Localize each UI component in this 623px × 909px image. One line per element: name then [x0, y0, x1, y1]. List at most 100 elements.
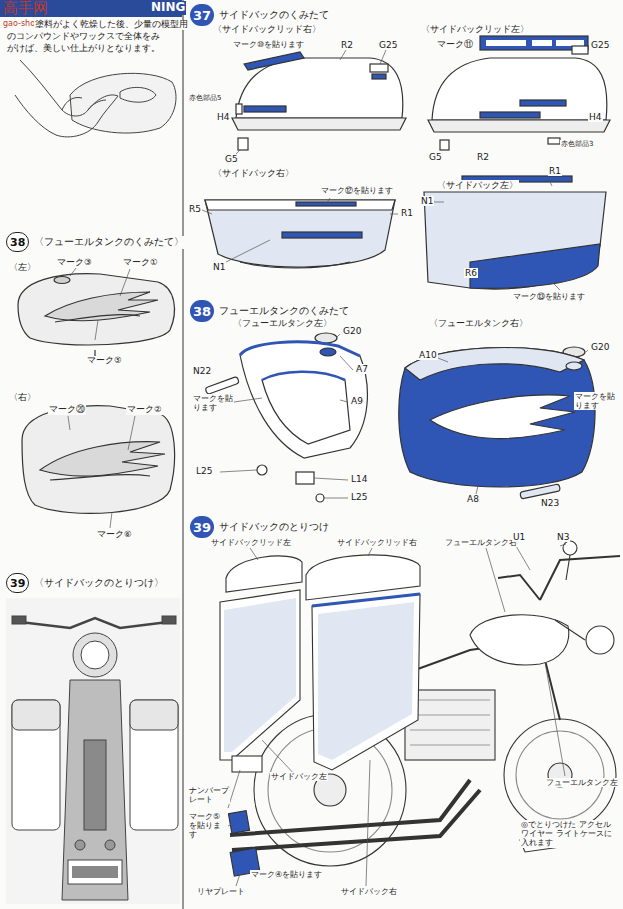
- drawing-line: [586, 350, 588, 352]
- drawing-g: [18, 274, 174, 358]
- drawing-rect: [282, 232, 362, 238]
- drawing-rect: [556, 40, 584, 46]
- drawing-g: [68, 268, 135, 528]
- drawing-g: [236, 50, 386, 154]
- drawing-line: [476, 486, 478, 494]
- step-number: 39: [6, 573, 29, 593]
- part-label: サイドバックリッド右: [336, 538, 418, 547]
- drawing-rect: [572, 46, 588, 54]
- step-title: 〈フューエルタンクのくみたて〉: [33, 236, 185, 249]
- part-label: N3: [556, 532, 570, 542]
- step-heading: 39 〈サイドバックのとりつけ〉: [6, 573, 165, 593]
- drawing-circle: [516, 731, 604, 819]
- drawing-rect: [486, 40, 526, 46]
- part-label: A9: [350, 396, 364, 406]
- part-label: A10: [418, 350, 438, 360]
- part-label: G5: [224, 154, 239, 164]
- drawing-line: [202, 210, 212, 214]
- drawing-line: [324, 498, 348, 499]
- drawing-path: [424, 192, 606, 289]
- drawing-g: [424, 176, 606, 289]
- part-label: R2: [340, 40, 354, 50]
- step-title: サイドバックのとりつけ: [218, 521, 330, 534]
- drawing-ellipse: [54, 277, 70, 284]
- drawing-path: [405, 348, 584, 380]
- drawing-path: [226, 556, 302, 592]
- drawing-line: [555, 620, 585, 640]
- drawing-circle: [81, 641, 109, 669]
- part-label: G25: [378, 40, 398, 50]
- part-label: マーク⑤: [86, 356, 123, 366]
- drawing-line: [183, 0, 184, 909]
- step-title: 〈サイドバックのとりつけ〉: [33, 577, 165, 590]
- drawing-circle: [75, 840, 85, 850]
- drawing-g: [228, 544, 566, 886]
- drawing-path: [18, 274, 174, 345]
- drawing-path: [62, 680, 128, 900]
- drawing-line: [433, 202, 444, 203]
- drawing-path: [45, 292, 158, 321]
- drawing-rect: [296, 472, 314, 484]
- step-number: 38: [190, 300, 214, 322]
- drawing-rect: [548, 138, 560, 144]
- drawing-path: [15, 60, 118, 137]
- drawing-path: [220, 590, 300, 760]
- part-label: A8: [466, 494, 480, 504]
- drawing-path: [312, 594, 420, 770]
- part-label: リヤプレート: [196, 887, 246, 896]
- drawing-rect: [370, 64, 388, 72]
- part-label: 赤色部品3: [560, 140, 594, 148]
- part-label: H4: [588, 112, 603, 122]
- drawing-path: [428, 120, 610, 132]
- part-label: マーク③: [56, 258, 93, 268]
- drawing-rect: [236, 104, 242, 114]
- drawing-circle: [105, 840, 115, 850]
- part-label: 〈サイドバックリッド左〉: [420, 24, 530, 34]
- part-label: N23: [540, 498, 560, 508]
- drawing-g: [205, 200, 395, 268]
- drawing-g: [220, 334, 353, 498]
- drawing-path: [430, 395, 575, 439]
- drawing-path: [399, 348, 595, 487]
- part-label: 〈サイドバック右〉: [212, 168, 295, 178]
- part-label: 〈サイドバックリッド右〉: [212, 24, 322, 34]
- step-number: 37: [190, 4, 214, 26]
- drawing-g: [6, 598, 180, 904]
- drawing-rect: [480, 112, 540, 118]
- drawing-line: [516, 546, 530, 570]
- drawing-line: [438, 358, 448, 362]
- drawing-circle: [504, 719, 616, 831]
- drawing-line: [250, 548, 258, 560]
- note-text: NING: [150, 1, 186, 15]
- drawing-rect: [238, 138, 248, 150]
- drawing-line: [340, 400, 348, 402]
- part-label: A7: [355, 364, 369, 374]
- drawing-path: [312, 594, 420, 606]
- drawing-circle: [257, 465, 267, 475]
- drawing-rect: [162, 616, 176, 624]
- drawing-line: [234, 398, 262, 402]
- drawing-path: [50, 475, 150, 480]
- part-label: ナンバープレート: [188, 786, 230, 804]
- drawing-line: [228, 824, 232, 826]
- drawing-path: [62, 98, 82, 111]
- drawing-rect: [532, 40, 552, 46]
- part-label: 〈右〉: [8, 392, 37, 402]
- drawing-line: [560, 544, 566, 546]
- part-label: N22: [192, 366, 212, 376]
- part-label: H4: [216, 112, 231, 122]
- drawing-rect: [68, 860, 122, 884]
- part-label: G20: [342, 326, 362, 336]
- drawing-line: [236, 874, 240, 886]
- drawing-circle: [563, 541, 577, 555]
- drawing-line: [368, 548, 372, 556]
- drawing-path: [55, 315, 140, 322]
- drawing-g: [232, 52, 406, 150]
- part-label: マーク⑳: [48, 405, 86, 415]
- drawing-path: [22, 406, 175, 514]
- drawing-path: [232, 790, 480, 850]
- step-number: 38: [6, 232, 29, 252]
- drawing-ellipse: [320, 348, 336, 356]
- drawing-rect: [130, 700, 178, 730]
- drawing-rect: [232, 756, 262, 772]
